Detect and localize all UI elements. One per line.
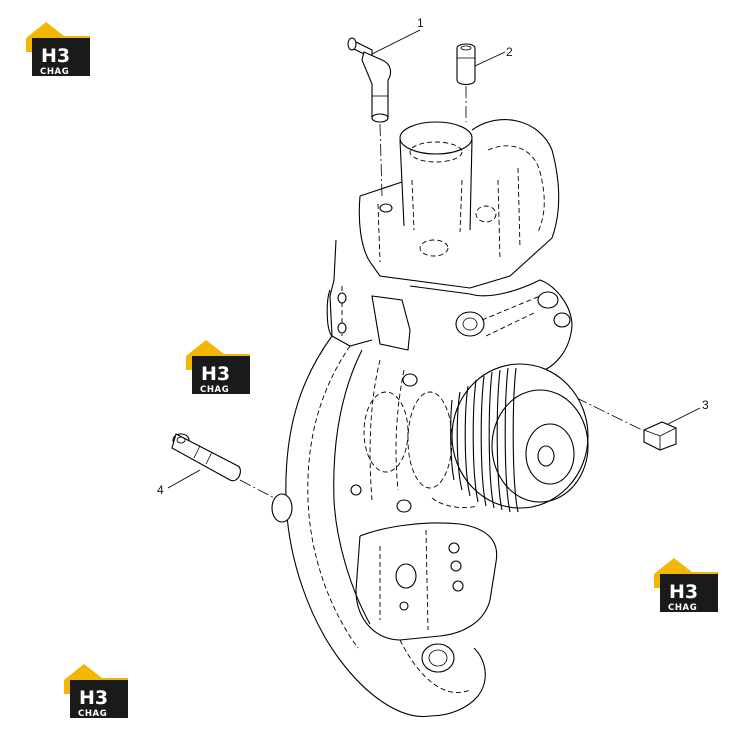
water-pump-housing xyxy=(271,119,589,718)
watermark-letters: H3 xyxy=(669,581,698,603)
watermark-logo-top-left: H3 CHAG xyxy=(26,22,90,77)
watermark-subtitle: CHAG xyxy=(78,709,107,719)
watermark-subtitle: CHAG xyxy=(668,603,697,613)
watermark-logo-center-left: H3 CHAG xyxy=(186,340,250,395)
watermark-logo-bottom-left: H3 CHAG xyxy=(64,664,128,719)
watermark-letters: H3 xyxy=(41,45,70,67)
callout-1: 1 xyxy=(371,16,424,55)
callout-1-label: 1 xyxy=(417,16,424,30)
pump-pulley xyxy=(407,363,589,513)
part-2-sleeve xyxy=(456,43,476,86)
watermark-logo-right: H3 CHAG xyxy=(654,558,718,613)
callout-4-label: 4 xyxy=(157,483,164,497)
watermark-letters: H3 xyxy=(201,363,230,385)
watermark-letters: H3 xyxy=(79,687,108,709)
callout-2: 2 xyxy=(474,45,513,67)
watermark-subtitle: CHAG xyxy=(200,385,229,395)
part-3-cap xyxy=(643,421,677,451)
callout-3-label: 3 xyxy=(702,398,709,412)
part-4-tube xyxy=(171,433,241,482)
callout-3: 3 xyxy=(667,398,709,425)
callout-4: 4 xyxy=(157,469,201,497)
part-1-elbow-fitting xyxy=(347,37,392,123)
callout-2-label: 2 xyxy=(506,45,513,59)
watermark-subtitle: CHAG xyxy=(40,67,69,77)
explode-lines xyxy=(239,86,643,501)
